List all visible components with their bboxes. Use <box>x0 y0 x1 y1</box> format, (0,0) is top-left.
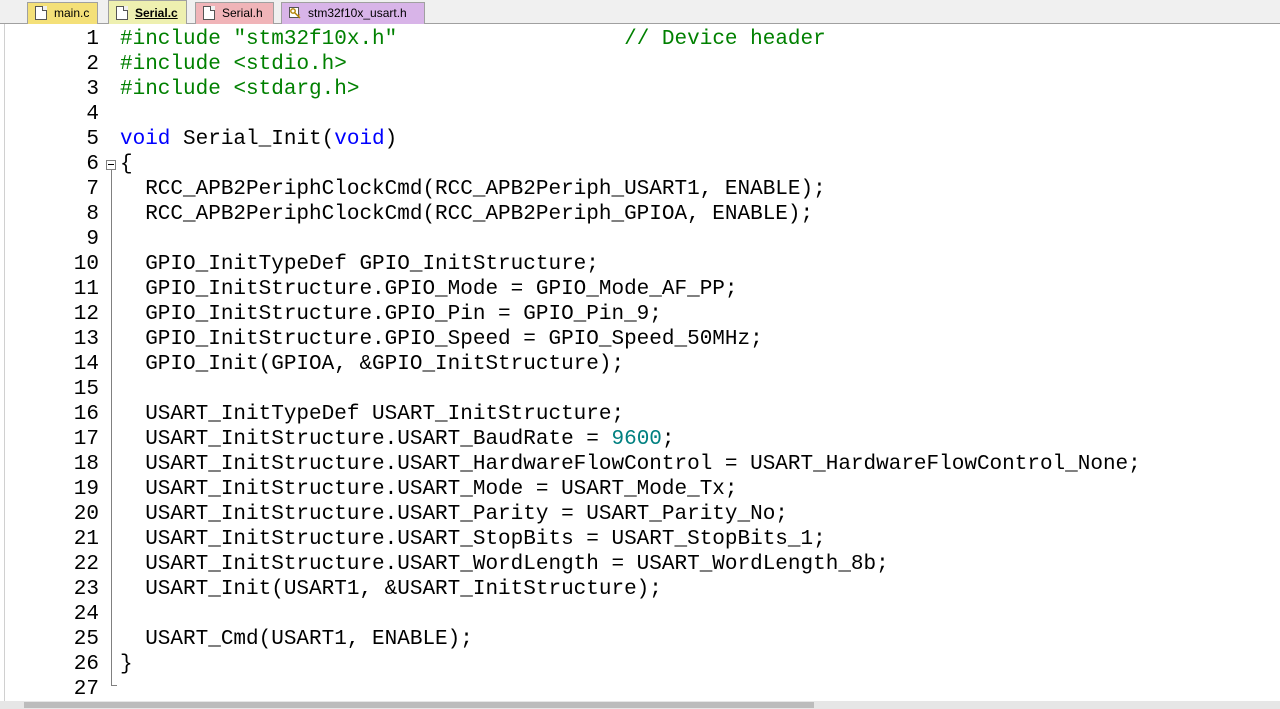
code-text[interactable]: RCC_APB2PeriphClockCmd(RCC_APB2Periph_US… <box>120 178 826 201</box>
code-text[interactable]: GPIO_Init(GPIOA, &GPIO_InitStructure); <box>120 353 625 376</box>
line-number: 20 <box>73 503 99 526</box>
code-line[interactable]: 4 <box>0 102 1280 127</box>
code-line[interactable]: 3 #include <stdarg.h> <box>0 77 1280 102</box>
file-icon <box>35 6 47 20</box>
tab-serial-c[interactable]: Serial.c <box>108 0 187 24</box>
gutter-border <box>4 24 5 709</box>
line-number: 18 <box>73 453 99 476</box>
line-number: 23 <box>73 578 99 601</box>
code-text[interactable]: #include <stdio.h> <box>120 53 347 76</box>
code-text[interactable]: USART_Cmd(USART1, ENABLE); <box>120 628 473 651</box>
fold-collapse-icon[interactable] <box>106 160 116 170</box>
line-number: 2 <box>86 53 99 76</box>
code-line[interactable]: 24 <box>0 602 1280 627</box>
tab-label: main.c <box>54 6 90 20</box>
line-number: 9 <box>86 228 99 251</box>
line-number: 22 <box>73 553 99 576</box>
tab-main-c[interactable]: main.c <box>27 2 98 24</box>
line-number: 14 <box>73 353 99 376</box>
line-number: 21 <box>73 528 99 551</box>
code-text[interactable]: GPIO_InitStructure.GPIO_Pin = GPIO_Pin_9… <box>120 303 662 326</box>
line-number: 7 <box>86 178 99 201</box>
line-number: 27 <box>73 678 99 701</box>
code-text[interactable]: #include <stdarg.h> <box>120 78 360 101</box>
line-number: 12 <box>73 303 99 326</box>
editor-tab-bar: main.c Serial.c Serial.h stm32f10x_usart… <box>0 0 1280 24</box>
line-number: 3 <box>86 78 99 101</box>
code-line[interactable]: 18 USART_InitStructure.USART_HardwareFlo… <box>0 452 1280 477</box>
line-number: 4 <box>86 103 99 126</box>
code-line[interactable]: 8 RCC_APB2PeriphClockCmd(RCC_APB2Periph_… <box>0 202 1280 227</box>
line-number: 1 <box>86 28 99 51</box>
code-line[interactable]: 1 #include "stm32f10x.h" // Device header <box>0 27 1280 52</box>
code-line[interactable]: 25 USART_Cmd(USART1, ENABLE); <box>0 627 1280 652</box>
tab-serial-h[interactable]: Serial.h <box>195 2 274 24</box>
code-line[interactable]: 9 <box>0 227 1280 252</box>
fold-end-marker <box>111 685 117 686</box>
code-line[interactable]: 11 GPIO_InitStructure.GPIO_Mode = GPIO_M… <box>0 277 1280 302</box>
code-text[interactable]: GPIO_InitStructure.GPIO_Mode = GPIO_Mode… <box>120 278 738 301</box>
code-line[interactable]: 13 GPIO_InitStructure.GPIO_Speed = GPIO_… <box>0 327 1280 352</box>
scrollbar-thumb[interactable] <box>24 702 814 708</box>
code-line[interactable]: 15 <box>0 377 1280 402</box>
code-line[interactable]: 14 GPIO_Init(GPIOA, &GPIO_InitStructure)… <box>0 352 1280 377</box>
file-icon <box>203 6 215 20</box>
tab-stm32f10x-usart-h[interactable]: stm32f10x_usart.h <box>281 2 425 24</box>
line-number: 19 <box>73 478 99 501</box>
code-text[interactable]: } <box>120 653 133 676</box>
code-text[interactable]: USART_InitStructure.USART_Mode = USART_M… <box>120 478 738 501</box>
code-line[interactable]: 20 USART_InitStructure.USART_Parity = US… <box>0 502 1280 527</box>
code-line[interactable]: 2 #include <stdio.h> <box>0 52 1280 77</box>
line-number: 26 <box>73 653 99 676</box>
code-editor[interactable]: 1 #include "stm32f10x.h" // Device header… <box>0 24 1280 709</box>
code-text[interactable]: USART_InitStructure.USART_HardwareFlowCo… <box>120 453 1141 476</box>
code-line[interactable]: 5 void Serial_Init(void) <box>0 127 1280 152</box>
line-number: 11 <box>73 278 99 301</box>
tab-label: Serial.c <box>135 6 178 20</box>
code-line[interactable]: 12 GPIO_InitStructure.GPIO_Pin = GPIO_Pi… <box>0 302 1280 327</box>
code-line[interactable]: 6{ <box>0 152 1280 177</box>
code-text[interactable]: USART_InitStructure.USART_Parity = USART… <box>120 503 788 526</box>
code-line[interactable]: 23 USART_Init(USART1, &USART_InitStructu… <box>0 577 1280 602</box>
file-icon <box>116 6 128 20</box>
code-line[interactable]: 7 RCC_APB2PeriphClockCmd(RCC_APB2Periph_… <box>0 177 1280 202</box>
code-line[interactable]: 16 USART_InitTypeDef USART_InitStructure… <box>0 402 1280 427</box>
line-number-gutter <box>0 24 118 709</box>
code-text[interactable]: RCC_APB2PeriphClockCmd(RCC_APB2Periph_GP… <box>120 203 814 226</box>
code-text[interactable]: USART_InitTypeDef USART_InitStructure; <box>120 403 625 426</box>
code-line[interactable]: 26} <box>0 652 1280 677</box>
line-number: 15 <box>73 378 99 401</box>
code-text[interactable]: GPIO_InitStructure.GPIO_Speed = GPIO_Spe… <box>120 328 763 351</box>
line-number: 17 <box>73 428 99 451</box>
line-number: 5 <box>86 128 99 151</box>
code-text[interactable]: USART_InitStructure.USART_WordLength = U… <box>120 553 889 576</box>
code-text[interactable]: GPIO_InitTypeDef GPIO_InitStructure; <box>120 253 599 276</box>
tab-label: stm32f10x_usart.h <box>308 6 407 20</box>
line-number: 16 <box>73 403 99 426</box>
line-number: 25 <box>73 628 99 651</box>
key-file-icon <box>289 7 301 19</box>
code-line[interactable]: 27 <box>0 677 1280 702</box>
code-text[interactable]: USART_Init(USART1, &USART_InitStructure)… <box>120 578 662 601</box>
code-line[interactable]: 21 USART_InitStructure.USART_StopBits = … <box>0 527 1280 552</box>
code-text[interactable]: USART_InitStructure.USART_BaudRate = 960… <box>120 428 675 451</box>
line-number: 24 <box>73 603 99 626</box>
code-line[interactable]: 10 GPIO_InitTypeDef GPIO_InitStructure; <box>0 252 1280 277</box>
code-text[interactable]: { <box>120 153 133 176</box>
code-text[interactable]: USART_InitStructure.USART_StopBits = USA… <box>120 528 826 551</box>
tab-label: Serial.h <box>222 6 263 20</box>
code-text[interactable]: void Serial_Init(void) <box>120 128 398 151</box>
fold-guide <box>111 170 112 685</box>
code-line[interactable]: 17 USART_InitStructure.USART_BaudRate = … <box>0 427 1280 452</box>
code-text[interactable]: #include "stm32f10x.h" // Device header <box>120 28 826 51</box>
line-number: 13 <box>73 328 99 351</box>
line-number: 10 <box>73 253 99 276</box>
code-line[interactable]: 22 USART_InitStructure.USART_WordLength … <box>0 552 1280 577</box>
line-number: 8 <box>86 203 99 226</box>
code-line[interactable]: 19 USART_InitStructure.USART_Mode = USAR… <box>0 477 1280 502</box>
horizontal-scrollbar[interactable] <box>0 701 1280 709</box>
line-number: 6 <box>86 153 99 176</box>
